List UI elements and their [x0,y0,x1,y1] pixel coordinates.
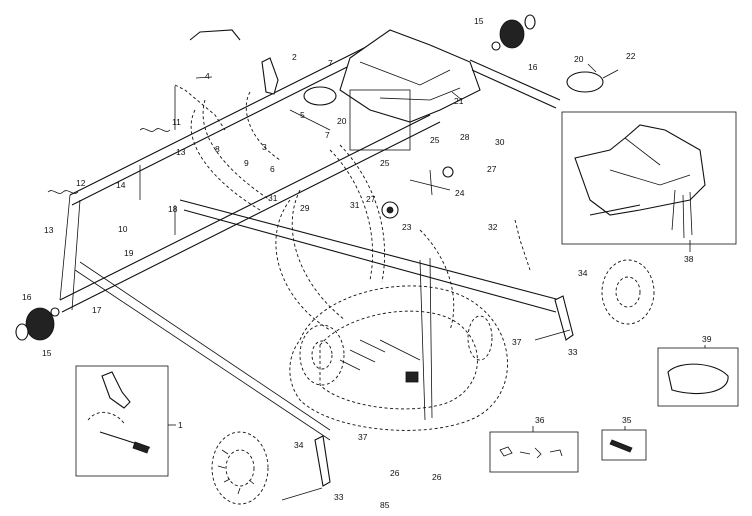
callout-3: 3 [262,142,267,152]
front-left-wheel [299,324,345,386]
springs [47,128,176,235]
callout-5: 5 [300,110,305,120]
callout-18: 18 [168,204,178,214]
callout-2: 2 [292,52,297,62]
callout-36: 36 [535,415,545,425]
callout-16a: 16 [528,62,538,72]
callout-30: 30 [495,137,505,147]
rear-left-wheel [211,431,269,505]
callout-15a: 15 [474,16,484,26]
callout-25b: 25 [430,135,440,145]
callout-22: 22 [626,51,636,61]
callout-37b: 37 [358,432,368,442]
muffler-part [566,69,619,93]
height-lever-right [534,295,574,341]
inset-hardware-36 [489,431,579,473]
callout-33a: 33 [568,347,578,357]
callout-8: 8 [215,144,220,154]
callout-20b: 20 [337,116,347,126]
callout-31a: 31 [268,193,278,203]
callout-33b: 33 [334,492,344,502]
callout-28: 28 [460,132,470,142]
callout-15b: 15 [42,348,52,358]
callout-35: 35 [622,415,632,425]
callout-21: 21 [454,96,464,106]
callout-24: 24 [455,188,465,198]
callout-13a: 13 [176,147,186,157]
callout-7b: 7 [325,130,330,140]
inset-gear-housing [561,111,737,245]
control-bracket [245,57,281,161]
callout-32: 32 [488,222,498,232]
height-lever-left [281,435,331,501]
callout-20a: 20 [574,54,584,64]
callout-37a: 37 [512,337,522,347]
callout-27a: 27 [366,194,376,204]
callout-7a: 7 [328,58,333,68]
callout-11: 11 [172,117,181,127]
callout-34a: 34 [578,268,588,278]
rear-right-wheel [601,259,655,325]
inset-hardware-39 [657,347,739,407]
handle-frame [59,39,561,441]
callout-34b: 34 [294,440,304,450]
callout-27b: 27 [487,164,497,174]
callout-9: 9 [244,158,249,168]
callout-23: 23 [402,222,412,232]
handle-bail-wire [174,29,241,131]
callout-labels: 1 2 3 4 5 6 7 7 8 9 10 11 12 13 13 14 15… [22,16,712,502]
callout-14: 14 [116,180,126,190]
callout-13b: 13 [44,225,54,235]
callout-38: 38 [684,254,694,264]
page-number: 85 [380,500,390,510]
callout-17: 17 [92,305,102,315]
pawl-assembly [409,166,531,271]
left-drive-gear [15,307,60,341]
callout-12: 12 [76,178,86,188]
callout-29: 29 [300,203,310,213]
callout-6: 6 [270,164,275,174]
callout-1: 1 [178,420,183,430]
callout-26b: 26 [432,472,442,482]
callout-25a: 25 [380,158,390,168]
engine-pulley [289,86,337,131]
callout-26a: 26 [390,468,400,478]
callout-39: 39 [702,334,712,344]
callout-19: 19 [124,248,134,258]
center-gear [381,201,399,219]
mower-deck [190,99,508,431]
callout-10: 10 [118,224,128,234]
gear-case-upper [339,29,561,151]
callout-31b: 31 [350,200,360,210]
right-drive-gear [491,14,536,51]
leader-lines [168,63,706,432]
callout-4: 4 [205,71,210,81]
inset-hardware-35 [601,429,647,461]
callout-16b: 16 [22,292,32,302]
front-right-wheel [467,315,493,361]
inset-control-lever [75,365,169,477]
